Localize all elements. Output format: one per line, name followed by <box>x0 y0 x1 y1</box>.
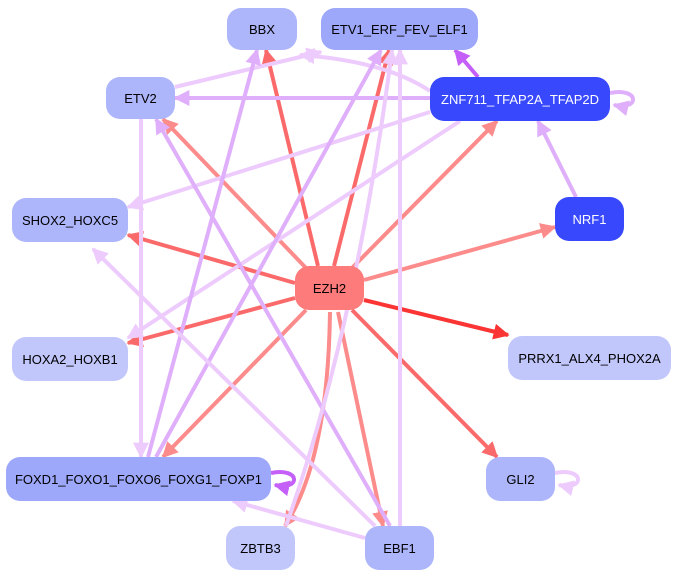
edge-ezh2-to-etv2 <box>161 117 308 270</box>
edge-znf711-to-etv1 <box>453 48 480 79</box>
node-box[interactable] <box>106 77 175 119</box>
node-etv2[interactable]: ETV2 <box>106 77 175 119</box>
edges-layer <box>91 47 635 540</box>
node-box[interactable] <box>430 77 610 121</box>
node-foxd1[interactable]: FOXD1_FOXO1_FOXO6_FOXG1_FOXP1 <box>6 457 271 501</box>
edge-znf711-to-hoxa2 <box>126 119 462 340</box>
edge-etv2-to-etv1 <box>174 47 323 89</box>
edge-ebf1-to-foxd1 <box>231 497 366 540</box>
node-label: EBF1 <box>383 541 416 556</box>
edge-ezh2-to-gli2 <box>350 308 499 459</box>
node-box[interactable] <box>227 8 297 50</box>
node-label: SHOX2_HOXC5 <box>22 213 118 228</box>
node-box[interactable] <box>365 526 434 570</box>
edge-ezh2-to-prrx1 <box>363 298 510 340</box>
edge-ezh2-to-ebf1 <box>336 311 388 528</box>
edge-znf711-to-shox2 <box>126 110 431 211</box>
edge-znf711-to-bbx <box>298 48 432 93</box>
edge-gli2-to-gli2 <box>554 470 580 497</box>
node-box[interactable] <box>12 337 128 381</box>
edge-znf711-to-znf711 <box>609 90 635 117</box>
node-gli2[interactable]: GLI2 <box>486 457 555 501</box>
edge-ezh2-to-hoxa2 <box>126 296 296 347</box>
node-box[interactable] <box>295 266 364 310</box>
node-hoxa2[interactable]: HOXA2_HOXB1 <box>12 337 128 381</box>
edge-ezh2-to-bbx <box>261 48 320 267</box>
node-label: ZBTB3 <box>240 541 280 556</box>
node-label: HOXA2_HOXB1 <box>22 352 117 367</box>
node-box[interactable] <box>486 457 555 501</box>
node-label: ZNF711_TFAP2A_TFAP2D <box>441 92 599 107</box>
node-label: FOXD1_FOXO1_FOXO6_FOXG1_FOXP1 <box>15 472 262 487</box>
node-label: ETV1_ERF_FEV_ELF1 <box>331 22 468 37</box>
edge-ezh2-to-shox2 <box>126 231 296 285</box>
edge-ebf1-to-shox2 <box>91 247 377 528</box>
node-bbx[interactable]: BBX <box>227 8 297 50</box>
node-zbtb3[interactable]: ZBTB3 <box>226 526 295 570</box>
node-ebf1[interactable]: EBF1 <box>365 526 434 570</box>
node-box[interactable] <box>226 526 295 570</box>
node-ezh2[interactable]: EZH2 <box>295 266 364 310</box>
edge-ebf1-to-etv2 <box>154 117 392 527</box>
node-box[interactable] <box>555 197 624 241</box>
edge-ezh2-to-zbtb3 <box>283 311 332 528</box>
edge-foxd1-to-foxd1 <box>270 470 296 497</box>
node-label: ETV2 <box>124 91 157 106</box>
node-prrx1[interactable]: PRRX1_ALX4_PHOX2A <box>508 336 671 380</box>
node-box[interactable] <box>508 336 671 380</box>
edge-foxd1-to-bbx <box>146 48 262 458</box>
node-label: NRF1 <box>573 212 607 227</box>
node-box[interactable] <box>12 198 128 242</box>
node-box[interactable] <box>6 457 271 501</box>
edge-nrf1-to-znf711 <box>536 119 578 198</box>
node-etv1[interactable]: ETV1_ERF_FEV_ELF1 <box>321 8 478 50</box>
node-box[interactable] <box>321 8 478 50</box>
node-label: PRRX1_ALX4_PHOX2A <box>518 351 661 366</box>
node-label: EZH2 <box>313 281 346 296</box>
edge-ezh2-to-znf711 <box>350 119 499 270</box>
edge-ezh2-to-nrf1 <box>363 223 557 282</box>
edge-ezh2-to-etv1 <box>332 48 394 267</box>
node-shox2[interactable]: SHOX2_HOXC5 <box>12 198 128 242</box>
node-nrf1[interactable]: NRF1 <box>555 197 624 241</box>
node-label: GLI2 <box>506 472 534 487</box>
edge-foxd1-to-etv1 <box>154 48 383 458</box>
node-znf711[interactable]: ZNF711_TFAP2A_TFAP2D <box>430 77 610 121</box>
node-label: BBX <box>249 22 275 37</box>
